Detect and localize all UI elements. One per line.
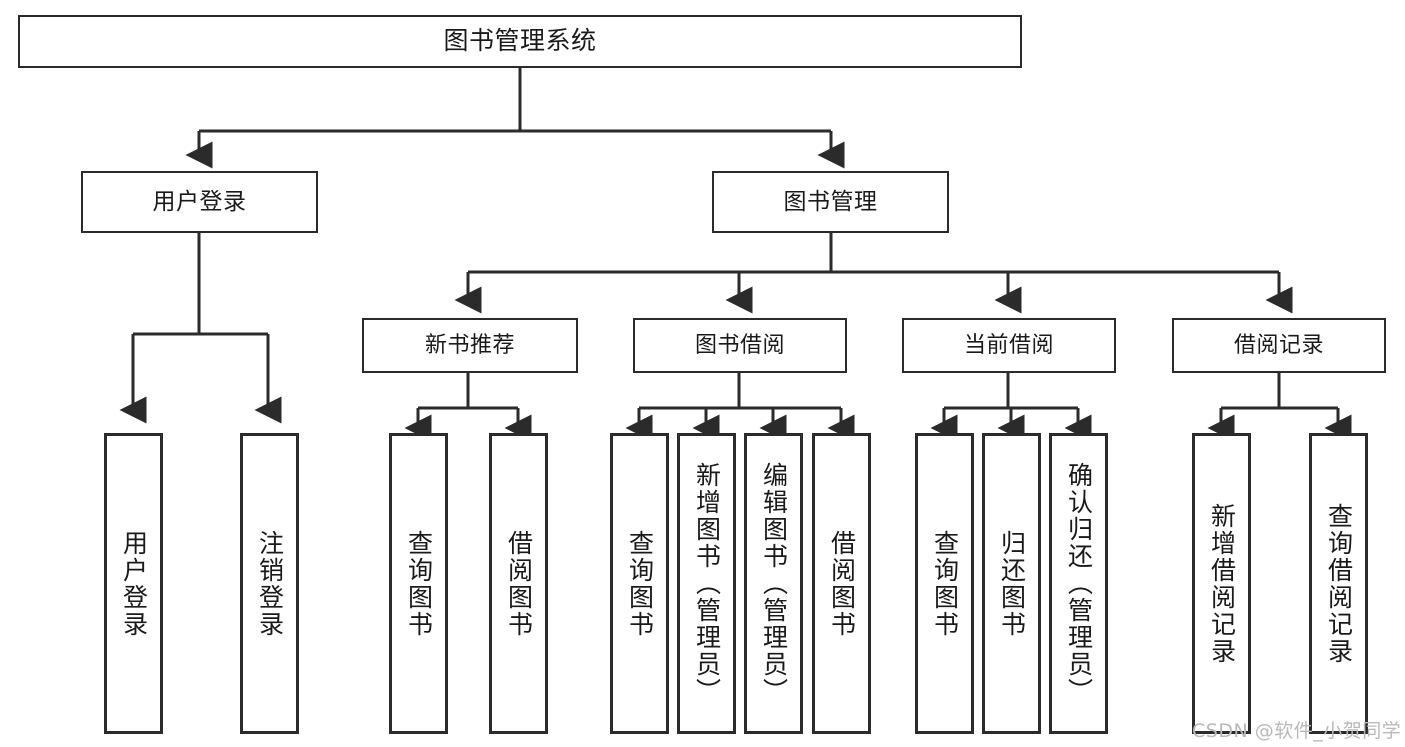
- node-new-book-recommend-label: 新书推荐: [424, 332, 515, 358]
- leaf-borrow-query-book[interactable]: 查询图书: [610, 433, 669, 734]
- node-current-borrow[interactable]: 当前借阅: [902, 318, 1116, 373]
- node-book-management-label: 图书管理: [783, 188, 878, 215]
- leaf-record-query-label: 查询借阅记录: [1324, 502, 1354, 665]
- leaf-borrow-add-book[interactable]: 新增图书（管理员）: [677, 433, 736, 734]
- leaf-new-book-query-label: 查询图书: [404, 529, 434, 638]
- node-borrow-record-label: 借阅记录: [1233, 332, 1324, 358]
- node-book-borrow[interactable]: 图书借阅: [633, 318, 847, 373]
- leaf-borrow-add-book-label: 新增图书（管理员）: [692, 462, 722, 705]
- leaf-borrow-borrow-book-label: 借阅图书: [827, 529, 857, 638]
- node-book-management[interactable]: 图书管理: [712, 171, 949, 233]
- node-user-login[interactable]: 用户登录: [81, 171, 318, 233]
- node-current-borrow-label: 当前借阅: [963, 332, 1054, 358]
- leaf-current-return-book[interactable]: 归还图书: [982, 433, 1041, 734]
- leaf-current-confirm-return[interactable]: 确认归还（管理员）: [1049, 433, 1108, 734]
- leaf-user-login-login[interactable]: 用户登录: [104, 433, 163, 734]
- leaf-current-query-book[interactable]: 查询图书: [915, 433, 974, 734]
- leaf-borrow-query-book-label: 查询图书: [625, 529, 655, 638]
- leaf-borrow-edit-book[interactable]: 编辑图书（管理员）: [744, 433, 803, 734]
- node-user-login-label: 用户登录: [152, 188, 247, 215]
- leaf-record-query[interactable]: 查询借阅记录: [1309, 433, 1368, 734]
- leaf-new-book-borrow[interactable]: 借阅图书: [489, 433, 548, 734]
- leaf-user-login-logout[interactable]: 注销登录: [240, 433, 299, 734]
- leaf-borrow-edit-book-label: 编辑图书（管理员）: [759, 462, 789, 705]
- node-new-book-recommend[interactable]: 新书推荐: [362, 318, 578, 373]
- leaf-new-book-borrow-label: 借阅图书: [504, 529, 534, 638]
- node-borrow-record[interactable]: 借阅记录: [1172, 318, 1386, 373]
- node-root-book-management-system[interactable]: 图书管理系统: [18, 15, 1022, 68]
- leaf-current-confirm-return-label: 确认归还（管理员）: [1064, 462, 1094, 705]
- node-root-label: 图书管理系统: [443, 26, 597, 56]
- leaf-record-add[interactable]: 新增借阅记录: [1192, 433, 1251, 734]
- leaf-record-add-label: 新增借阅记录: [1207, 502, 1237, 665]
- leaf-current-return-book-label: 归还图书: [997, 529, 1027, 638]
- leaf-borrow-borrow-book[interactable]: 借阅图书: [812, 433, 871, 734]
- leaf-new-book-query[interactable]: 查询图书: [389, 433, 448, 734]
- leaf-user-login-logout-label: 注销登录: [255, 529, 285, 638]
- node-book-borrow-label: 图书借阅: [694, 332, 785, 358]
- leaf-current-query-book-label: 查询图书: [930, 529, 960, 638]
- leaf-user-login-login-label: 用户登录: [119, 529, 149, 638]
